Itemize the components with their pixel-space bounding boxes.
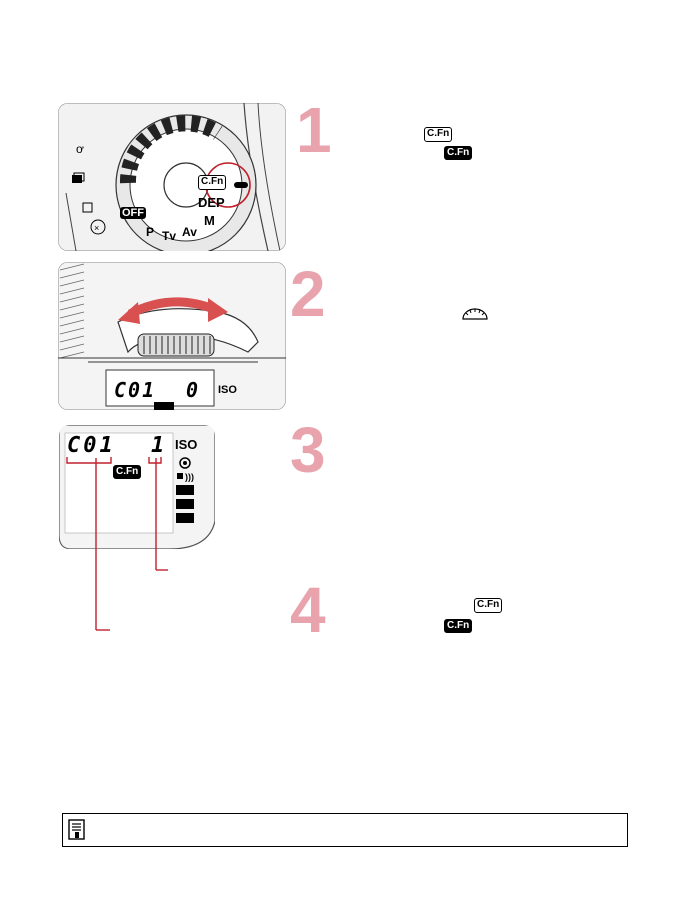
step-number-1: 1 [296, 94, 332, 166]
note-box [62, 813, 628, 847]
cfn-icon-solid-step4: C.Fn [444, 619, 473, 633]
step-number-4: 4 [290, 574, 326, 646]
step-number-2: 2 [290, 258, 326, 330]
lcd-small-iso: ISO [218, 384, 237, 396]
lcd-cfn-badge: C.Fn [113, 465, 142, 479]
svg-text:×: × [94, 223, 99, 233]
lcd-small-code: C01 [114, 378, 157, 402]
lcd-panel-drawing: ))) [59, 425, 215, 549]
dial-label-av: Av [182, 225, 197, 239]
cfn-icon-outline-step4: C.Fn [474, 598, 503, 613]
dial-label-off: OFF [120, 207, 146, 219]
callout-lines [95, 458, 168, 631]
lcd-large-code: C01 [67, 433, 116, 458]
memo-icon [68, 819, 85, 840]
cfn-icon-outline: C.Fn [424, 127, 453, 142]
dial-label-dep: DEP [198, 195, 225, 210]
dial-label-p: P [146, 225, 155, 239]
lcd-small-value: 0 [186, 378, 199, 402]
mode-dial-drawing: ơ × [58, 103, 286, 251]
illustration-lcd-panel: ))) C01 1 C.Fn ISO [59, 425, 215, 549]
dial-label-tv: Tv [162, 229, 177, 243]
illustration-mode-dial: ơ × C.Fn DEP M Av Tv P OFF [58, 103, 286, 251]
svg-text:))): ))) [185, 472, 194, 482]
lcd-large-value: 1 [151, 433, 165, 458]
dial-label-m: M [204, 213, 215, 228]
lcd-large-iso: ISO [175, 437, 198, 452]
main-dial-icon [462, 308, 488, 320]
step-number-3: 3 [290, 414, 326, 486]
illustration-main-dial: C01 0 ISO [58, 262, 286, 410]
cfn-icon-solid: C.Fn [444, 146, 473, 160]
svg-text:ơ: ơ [76, 142, 84, 156]
main-dial-drawing [58, 262, 286, 410]
dial-cfn-position: C.Fn [198, 175, 227, 190]
